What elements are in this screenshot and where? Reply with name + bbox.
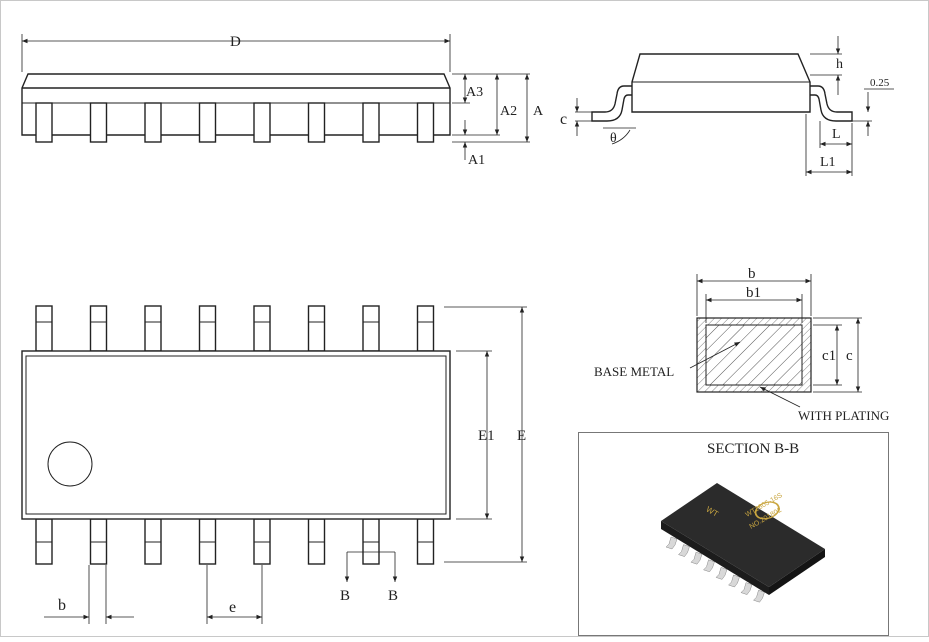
side-lead: [307, 102, 326, 143]
top-lead-upper: [144, 305, 162, 352]
dim-L: L: [832, 127, 841, 142]
dim-A1: A1: [468, 153, 485, 168]
top-lead-upper: [416, 305, 435, 352]
top-lead-upper: [89, 305, 108, 352]
section-marker-left: B: [340, 588, 350, 604]
dim-A3: A3: [466, 85, 483, 100]
side-lead: [144, 102, 162, 143]
top-lead-upper: [362, 305, 380, 352]
side-lead: [198, 102, 217, 143]
dim-b: b: [58, 597, 66, 614]
section-title: SECTION B-B: [707, 441, 799, 457]
side-view: [21, 34, 530, 160]
side-lead: [253, 102, 271, 143]
dim-c-section: c: [846, 348, 853, 364]
section-marker-right: B: [388, 588, 398, 604]
side-lead: [362, 102, 380, 143]
dim-b-section: b: [748, 266, 756, 282]
dim-b1: b1: [746, 285, 761, 301]
chip-body-side-right: [769, 549, 825, 595]
dim-h: h: [836, 57, 843, 72]
chip-photo-lead: [740, 582, 753, 595]
side-view-leads: [35, 102, 435, 143]
dim-c-lead: c: [560, 111, 567, 128]
dim-A: A: [533, 104, 544, 119]
top-view: [21, 305, 527, 624]
chip-photo-lead: [678, 544, 690, 557]
base-metal-label: BASE METAL: [594, 364, 674, 379]
dim-theta: θ: [610, 131, 617, 146]
chip-photo-lead: [715, 567, 728, 580]
side-lead: [35, 102, 53, 143]
with-plating-label: WITH PLATING: [798, 408, 889, 423]
dim-A2: A2: [500, 104, 517, 119]
chip-photo-lead: [665, 536, 678, 550]
dim-c1: c1: [822, 348, 836, 364]
dim-E1: E1: [478, 428, 495, 444]
chip-photo-lead: [728, 574, 740, 588]
chip-logo-icon: [754, 501, 780, 520]
chip-photo-lead: [753, 589, 765, 603]
top-lead-upper: [307, 305, 326, 352]
top-view-leads-upper: [35, 305, 435, 352]
dim-E: E: [517, 428, 526, 444]
chip-photo-lead: [690, 551, 703, 565]
end-view: [574, 36, 894, 176]
dim-L1: L1: [820, 155, 836, 170]
dim-plating-offset: 0.25: [870, 77, 890, 89]
section-and-photo-panel: SECTION B-B WT WT2605-16S NO.201802: [578, 432, 889, 636]
top-lead-upper: [253, 305, 271, 352]
side-lead: [89, 102, 108, 143]
chip-photo-leads: [665, 536, 765, 603]
dim-D: D: [230, 34, 241, 50]
lead-cross-section: [689, 274, 862, 408]
chip-body-top: [661, 483, 825, 587]
dim-e: e: [229, 599, 236, 616]
chip-photo-lead: [703, 559, 715, 573]
side-lead: [416, 102, 435, 143]
top-lead-upper: [35, 305, 53, 352]
chip-body-side: [661, 521, 769, 595]
chip-photo: SECTION B-B WT WT2605-16S NO.201802: [661, 441, 825, 603]
top-view-leads-lower: [35, 518, 435, 565]
top-lead-upper: [198, 305, 217, 352]
